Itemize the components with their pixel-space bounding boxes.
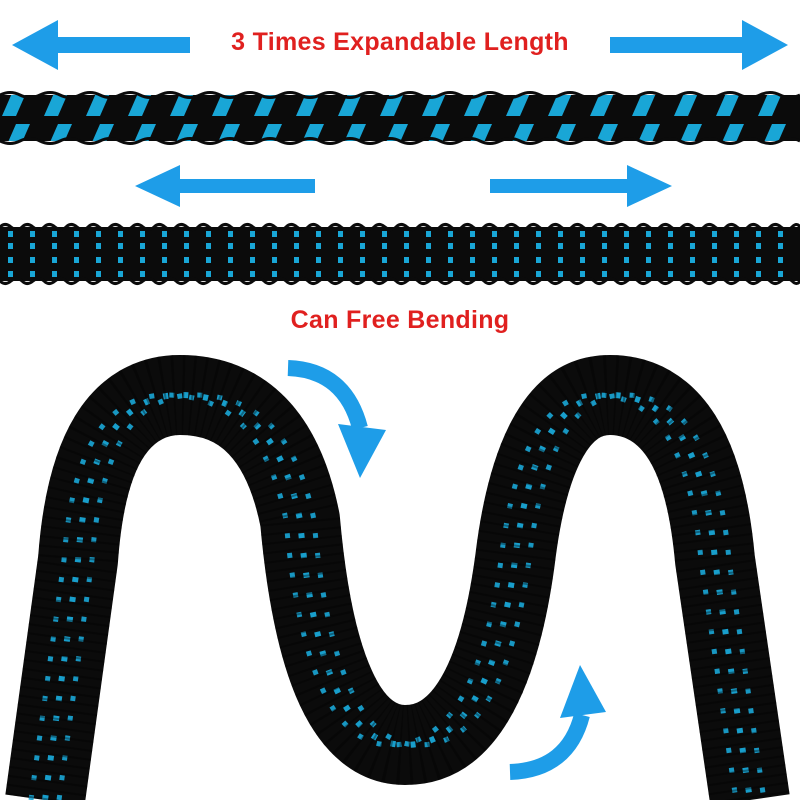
free-bending-heading: Can Free Bending — [290, 306, 510, 334]
bend-arrow-up-icon — [509, 665, 606, 780]
bend-arrow-down-icon — [287, 360, 386, 478]
expand-arrow-left-icon — [12, 20, 190, 70]
contract-arrow-right-icon — [490, 165, 672, 207]
bending-hose — [5, 354, 790, 800]
contracted-hose — [0, 223, 800, 285]
contract-arrow-left-icon — [135, 165, 315, 207]
expandable-length-heading: 3 Times Expandable Length — [231, 28, 569, 56]
expand-arrow-right-icon — [610, 20, 788, 70]
expanded-hose — [0, 91, 800, 145]
